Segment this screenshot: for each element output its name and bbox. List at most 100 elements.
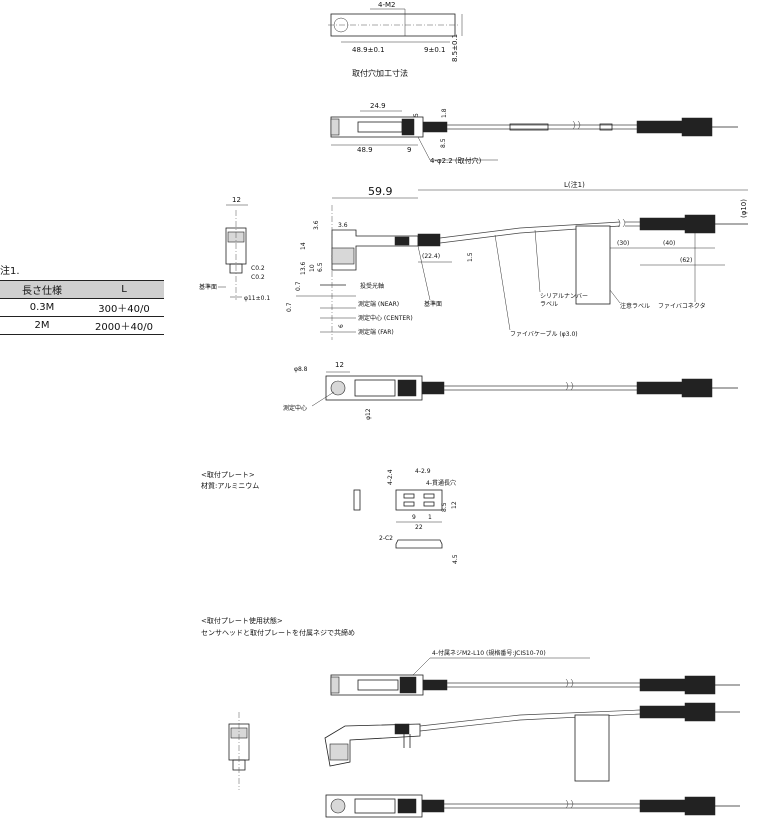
fiber-cable bbox=[419, 709, 641, 727]
break-mark bbox=[565, 678, 574, 688]
cable-boot bbox=[422, 679, 448, 691]
sensor-window bbox=[329, 743, 349, 761]
cable-marker bbox=[599, 123, 613, 131]
leader-line bbox=[411, 657, 431, 677]
dim-L: L(注1) bbox=[564, 180, 585, 189]
cable-boot bbox=[417, 233, 441, 247]
dim-24-9: 24.9 bbox=[370, 102, 386, 110]
dim-12: 12 bbox=[335, 361, 344, 369]
dim-4-5: 4.5 bbox=[452, 554, 459, 564]
dim-59-9: 59.9 bbox=[368, 185, 393, 198]
break-mark bbox=[565, 799, 574, 809]
label-ref-surface: 基準面 bbox=[424, 300, 442, 308]
dim-phi11: φ11±0.1 bbox=[244, 295, 270, 302]
dim-30: (30) bbox=[617, 240, 629, 247]
plate-side-view bbox=[353, 489, 361, 511]
dim-22-4: (22.4) bbox=[422, 253, 440, 260]
label-serial-1: シリアルナンバー bbox=[540, 293, 588, 300]
note-table: 注1. 長さ仕様 L 0.3M 300＋40/0 2M 2000＋40/0 bbox=[0, 262, 164, 335]
dim-9: 9 bbox=[407, 146, 411, 154]
clamp-block bbox=[399, 676, 417, 694]
label-optical-axis: 投受光軸 bbox=[360, 282, 384, 290]
dim-8-5: 8.5±0.1 bbox=[451, 34, 459, 62]
table-row: 2M 2000＋40/0 bbox=[0, 316, 164, 335]
note-caption: 注1. bbox=[0, 266, 20, 277]
dim-1: 1 bbox=[428, 514, 432, 521]
table-header: L bbox=[84, 280, 164, 299]
sensor-head-front bbox=[324, 723, 421, 767]
fiber-connector bbox=[684, 796, 716, 816]
connector-boot bbox=[639, 799, 686, 813]
plate-top-view bbox=[395, 489, 443, 511]
side-view-left: 12 C0.2 C0.2 基準面 φ11±0.1 bbox=[199, 196, 270, 302]
sensor-tip bbox=[330, 676, 340, 694]
label-connector: ファイバコネクタ bbox=[658, 302, 706, 310]
dim-1-8: 1.8 bbox=[441, 108, 448, 118]
table-header-row: 長さ仕様 L bbox=[0, 280, 164, 299]
label-center: 測定中心 bbox=[283, 404, 307, 412]
ref-surface-left: 基準面 bbox=[199, 283, 217, 291]
lens-circle bbox=[330, 380, 346, 396]
connector-boot bbox=[636, 120, 683, 134]
dim-1-5: 1.5 bbox=[467, 252, 474, 262]
mount-hole-outline bbox=[330, 13, 456, 37]
fiber-connector bbox=[684, 214, 716, 234]
connector-boot bbox=[639, 705, 686, 719]
dim-8-5: 8.5 bbox=[440, 138, 447, 148]
slot-hole bbox=[423, 501, 435, 507]
dim-13-6: 13.6 bbox=[300, 261, 307, 275]
dim-0-7a: 0.7 bbox=[286, 302, 293, 312]
dim-9: 9 bbox=[412, 514, 416, 521]
dim-22: 22 bbox=[415, 524, 423, 531]
dim-5: 5 bbox=[413, 113, 420, 117]
fiber-connector bbox=[684, 675, 716, 695]
table-cell: 0.3M bbox=[0, 298, 84, 317]
leader-line bbox=[534, 229, 541, 293]
leader-line bbox=[494, 234, 511, 331]
sensor-head-tip bbox=[330, 118, 340, 136]
connector-boot bbox=[636, 381, 683, 395]
dim-48-9: 48.9±0.1 bbox=[352, 46, 385, 54]
slot bbox=[354, 379, 396, 397]
plate-material: 材質:アルミニウム bbox=[201, 481, 259, 490]
slot bbox=[354, 798, 396, 814]
hole-label: 4-φ2.2 (取付穴) bbox=[430, 156, 482, 165]
connector-boot bbox=[639, 678, 686, 692]
leader-line bbox=[311, 391, 335, 407]
plate-front-view bbox=[395, 539, 443, 549]
label-caution: 注意ラベル bbox=[620, 302, 650, 310]
label-center: 測定中心 (CENTER) bbox=[358, 314, 413, 322]
serial-label bbox=[575, 225, 611, 305]
break-mark bbox=[572, 120, 581, 130]
leader-line bbox=[609, 289, 621, 304]
cable-boot bbox=[421, 799, 445, 813]
lens-circle bbox=[330, 798, 346, 814]
table-cell: 300＋40/0 bbox=[84, 298, 164, 317]
clamp-block bbox=[394, 723, 410, 735]
screw-label: 4-付属ネジM2-L10 (規格番号:JCIS10-70) bbox=[432, 649, 546, 657]
dim-phi12: φ12 bbox=[365, 408, 372, 420]
clamp-block bbox=[394, 236, 410, 246]
serial-label bbox=[574, 714, 610, 782]
usage-state: <取付プレート使用状態> センサヘッドと取付プレートを付属ネジで共締め 4-付属… bbox=[201, 616, 740, 818]
fiber-connector bbox=[681, 378, 713, 398]
label-cable: ファイバケーブル (φ3.0) bbox=[510, 330, 578, 338]
dim-14: 14 bbox=[300, 242, 307, 250]
usage-title: <取付プレート使用状態> bbox=[201, 616, 283, 625]
break-mark bbox=[565, 381, 574, 391]
table-cell: 2000＋40/0 bbox=[84, 316, 164, 335]
connector-boot bbox=[639, 217, 686, 231]
usage-subtitle: センサヘッドと取付プレートを付属ネジで共締め bbox=[201, 628, 355, 637]
mount-hole-drawing: 4-M2 48.9±0.1 9±0.1 8.5±0.1 取付穴加工寸法 bbox=[328, 1, 463, 78]
dim-phi8-8: φ8.8 bbox=[294, 366, 308, 373]
dim-10: 10 bbox=[309, 264, 316, 272]
slot-hole bbox=[403, 501, 415, 507]
label-far: 測定端 (FAR) bbox=[358, 328, 394, 336]
sensor-window bbox=[331, 247, 355, 265]
plate-title: <取付プレート> bbox=[201, 470, 255, 479]
table-cell: 2M bbox=[0, 316, 84, 335]
bottom-view: φ8.8 12 測定中心 φ12 bbox=[283, 361, 738, 420]
dim-12: 12 bbox=[232, 196, 241, 204]
dim-9: 9±0.1 bbox=[424, 46, 445, 54]
